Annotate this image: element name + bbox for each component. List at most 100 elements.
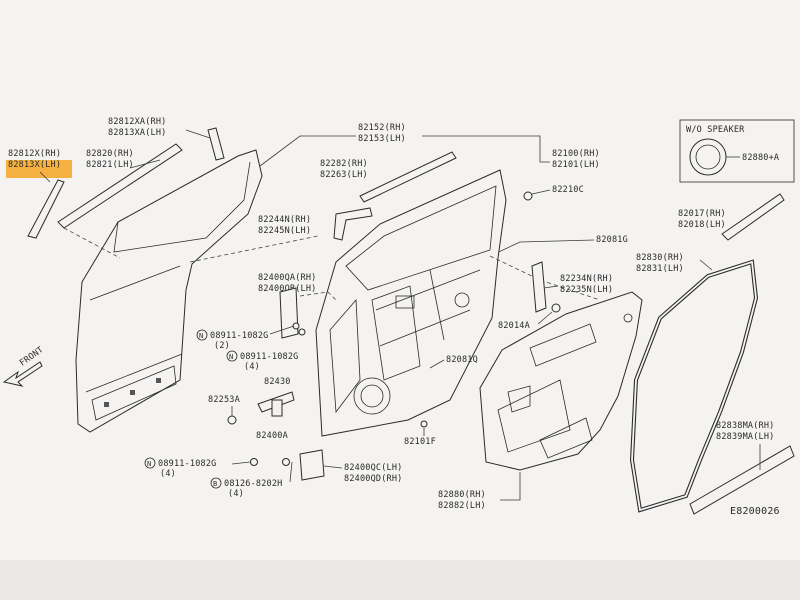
regulator-motor	[395, 295, 415, 309]
label-82813x: 82813X(LH)	[8, 160, 61, 170]
n-mark-3	[144, 457, 156, 469]
regulator-rail	[371, 285, 421, 381]
label-08911-c-qty: (4)	[160, 469, 176, 479]
label-08126-qty: (4)	[228, 489, 244, 499]
trim-armrest	[529, 323, 597, 367]
nut-08911-c	[250, 458, 258, 466]
label-82400qc: 82400QC(LH)	[344, 463, 403, 473]
inner-cutout-left	[329, 298, 361, 414]
screen-border-bottom	[0, 560, 800, 600]
door-window-frame	[113, 161, 251, 253]
regulator-cross-1	[375, 269, 481, 311]
corner-trim-82017	[721, 193, 785, 241]
label-82812x: 82812X(RH)	[8, 149, 61, 159]
label-82210c: 82210C	[552, 185, 584, 195]
leader-82234n	[543, 285, 559, 289]
label-82880: 82880(RH)	[438, 490, 486, 500]
door-dash-to-trim	[63, 227, 121, 259]
label-82400qb: 82400QB(LH)	[258, 284, 317, 294]
n-mark-3-letter: N	[147, 460, 151, 468]
door-bolt-hole-1	[104, 402, 109, 407]
label-08911-c: 08911-1082G	[158, 459, 217, 469]
n-mark-1-letter: N	[199, 332, 203, 340]
highlight-marker	[6, 160, 72, 178]
leader-08911-c	[231, 461, 251, 465]
belt-moulding-82282	[359, 151, 457, 203]
label-82018: 82018(LH)	[678, 220, 726, 230]
regulator-cross-2	[379, 309, 471, 347]
label-82821: 82821(LH)	[86, 160, 134, 170]
leader-82100	[422, 135, 550, 163]
outer-moulding-82820	[57, 143, 183, 229]
label-82014a: 82014A	[498, 321, 530, 331]
speaker-hole-inner	[353, 377, 391, 415]
b-mark-letter: B	[213, 480, 217, 488]
leader-82081q	[429, 359, 445, 369]
label-82830: 82830(RH)	[636, 253, 684, 263]
door-hinge-area	[91, 365, 177, 421]
n-mark-2-letter: N	[229, 353, 233, 361]
clip-82014a	[551, 303, 561, 313]
outer-door-panel	[75, 149, 263, 433]
speaker-hole-ring	[360, 384, 384, 408]
door-bolt-hole-3	[156, 378, 161, 383]
clip-82210c	[523, 191, 533, 201]
label-82100: 82100(RH)	[552, 149, 600, 159]
speaker-inset-title: W/O SPEAKER	[686, 125, 745, 135]
label-82244n: 82244N(RH)	[258, 215, 311, 225]
leader-82014a	[537, 311, 553, 325]
label-08911-a-qty: (2)	[214, 341, 230, 351]
leader-82400qc	[323, 465, 343, 469]
label-82400qd: 82400QD(RH)	[344, 474, 403, 484]
label-82017: 82017(RH)	[678, 209, 726, 219]
label-82152: 82152(RH)	[358, 123, 406, 133]
label-08126: 08126-8202H	[224, 479, 283, 489]
hinge-bolt-2	[298, 328, 306, 336]
speaker-inset-box	[679, 119, 795, 183]
lock-actuator	[454, 292, 470, 308]
trim-switch-hole	[623, 313, 633, 323]
speaker-cover-inner	[695, 144, 721, 170]
label-82430: 82430	[264, 377, 291, 387]
hinge-dash-upper	[299, 291, 337, 301]
label-82880a: 82880+A	[742, 153, 779, 163]
label-82820: 82820(RH)	[86, 149, 134, 159]
door-lower-line	[85, 353, 183, 393]
n-mark-2	[226, 350, 238, 362]
label-82831: 82831(LH)	[636, 264, 684, 274]
label-82813xa: 82813XA(LH)	[108, 128, 167, 138]
bolt-82253a	[227, 415, 237, 425]
lower-hinge	[299, 449, 325, 481]
inner-door-panel	[315, 169, 507, 437]
leader-82152	[259, 135, 356, 167]
label-82153: 82153(LH)	[358, 134, 406, 144]
n-mark-1	[196, 329, 208, 341]
b-mark	[210, 477, 222, 489]
sill-strip-82838ma	[689, 445, 795, 515]
label-82235n: 82235N(LH)	[560, 285, 613, 295]
label-82838ma: 82838MA(RH)	[716, 421, 775, 431]
bracket-82244n	[333, 207, 373, 241]
trim-speaker-grille	[539, 417, 593, 459]
door-inner-line	[89, 265, 181, 301]
door-bolt-hole-2	[130, 390, 135, 395]
leader-08911-a	[269, 325, 295, 335]
label-82839ma: 82839MA(LH)	[716, 432, 775, 442]
label-82234n: 82234N(RH)	[560, 274, 613, 284]
inner-window-opening	[345, 185, 497, 291]
label-82253a: 82253A	[208, 395, 240, 405]
front-arrow-icon	[2, 361, 43, 387]
label-82101: 82101(LH)	[552, 160, 600, 170]
diagram-code: E8200026	[730, 506, 780, 517]
leader-82210c	[531, 189, 551, 195]
interior-trim-panel	[479, 291, 643, 471]
leader-08126	[289, 461, 293, 483]
label-82081q: 82081Q	[446, 355, 478, 365]
label-82101f: 82101F	[404, 437, 436, 447]
trim-handle	[507, 385, 531, 413]
leader-82880	[500, 472, 521, 501]
check-link-bracket	[271, 399, 283, 417]
leader-82820	[129, 159, 161, 169]
trim-strip-82234n	[531, 261, 547, 313]
